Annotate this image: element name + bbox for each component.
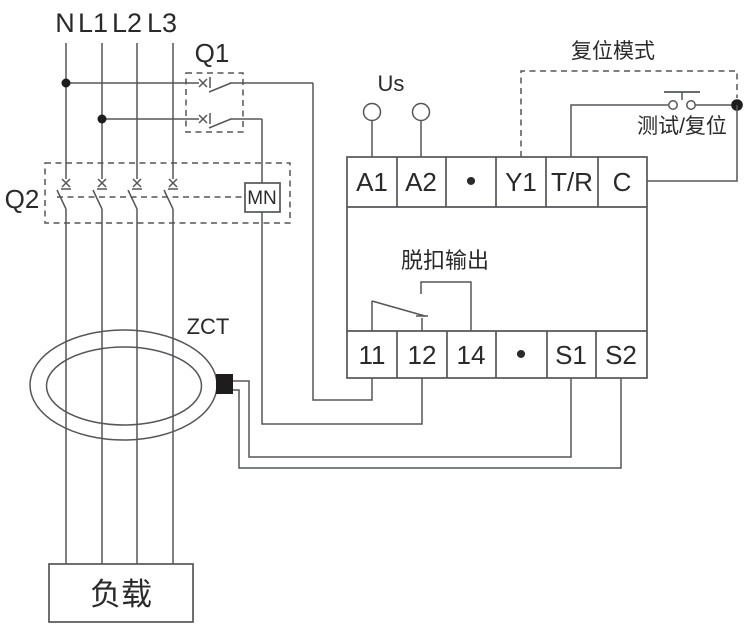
relay-bottom-row-dividers (396, 331, 597, 378)
terminal-12: 12 (408, 340, 437, 370)
terminal-a1: A1 (356, 167, 388, 197)
wire-zct-to-s2 (233, 378, 622, 469)
q2-pole2-switch-icon (92, 178, 107, 210)
q1-pole2-contact-icon (198, 113, 211, 124)
terminal-a2: A2 (405, 167, 437, 197)
q1-dashed-box (185, 72, 244, 133)
q2-pole2-contact-icon (97, 178, 107, 190)
trip-output-contact-icon (371, 281, 472, 331)
junction-dot-l1 (97, 114, 107, 124)
load-label: 负载 (90, 577, 152, 612)
relay-top-row-dividers (396, 157, 599, 207)
wire-tr-to-button (570, 104, 668, 157)
q1-pole1-switch-icon (198, 77, 232, 93)
mn-release-coil-box (244, 182, 281, 213)
zct-sensor: ZCT (29, 314, 622, 469)
q2-pole3-blade (127, 189, 138, 210)
contact-blade (371, 300, 426, 317)
terminal-s1: S1 (555, 340, 587, 370)
terminal-dot-top: • (466, 165, 477, 198)
q2-pole1-blade (56, 189, 67, 210)
q1-pole2-switch-icon (198, 113, 232, 129)
terminal-tr: T/R (551, 167, 593, 197)
phase-label-n: N (55, 8, 75, 38)
us-terminal-icon-a2 (411, 102, 431, 122)
zct-label: ZCT (187, 314, 230, 339)
q2-dashed-box (44, 162, 291, 224)
q1-pole2-blade (208, 118, 232, 129)
wire-junction-to-c (647, 105, 738, 182)
wire-q1-to-terminal-11 (312, 83, 373, 401)
control-supply-taps (61, 78, 199, 124)
phase-label-l2: L2 (112, 8, 142, 38)
terminal-s2: S2 (605, 340, 637, 370)
trip-output-label: 脱扣输出 (401, 248, 489, 273)
button-contact-left (668, 100, 678, 110)
contact-no-branch (420, 281, 472, 331)
button-contact-right (686, 100, 696, 110)
terminal-dot-bottom: • (516, 338, 527, 371)
q2-pole4-contact-icon (168, 178, 178, 190)
q1-breaker: Q1 (185, 38, 313, 133)
supply-lines (65, 43, 174, 564)
load-box (48, 563, 194, 623)
phase-label-l3: L3 (147, 8, 177, 38)
q1-pole1-contact-icon (198, 77, 211, 88)
phase-label-l1: L1 (78, 8, 108, 38)
zct-toroid-inner (45, 346, 203, 426)
q1-pole1-blade (208, 82, 232, 93)
q2-breaker: Q2 MN (5, 119, 423, 425)
test-reset-button-icon (664, 91, 700, 110)
relay-device: A1 A2 • Y1 T/R C 11 12 14 • S1 S2 脱扣输出 (346, 156, 648, 379)
q2-pole3-switch-icon (127, 178, 142, 210)
q2-pole3-contact-icon (132, 178, 142, 190)
terminal-14: 14 (457, 340, 486, 370)
relay-body (346, 156, 648, 379)
q1-label: Q1 (195, 38, 230, 68)
wire-zct-to-s1 (233, 378, 572, 458)
phase-labels: N L1 L2 L3 (55, 8, 177, 38)
q2-pole1-contact-icon (61, 178, 71, 190)
reset-mode-dashed-link (520, 70, 738, 157)
terminal-y1: Y1 (505, 167, 537, 197)
reset-circuit: 复位模式 测试/复位 (520, 40, 743, 182)
q2-pole4-switch-icon (163, 178, 178, 210)
test-reset-label: 测试/复位 (637, 115, 727, 138)
wire-q1-to-terminal-12 (261, 119, 423, 425)
q2-label: Q2 (5, 184, 40, 214)
zct-terminal-block (216, 374, 233, 394)
us-label: Us (378, 71, 405, 96)
q2-pole1-switch-icon (56, 178, 71, 210)
terminal-c: C (613, 167, 632, 197)
q2-pole4-blade (163, 189, 174, 210)
load-block: 负载 (48, 563, 194, 623)
junction-dot-n (61, 78, 71, 88)
reset-mode-label: 复位模式 (571, 40, 655, 63)
q2-pole2-blade (92, 189, 103, 210)
us-terminal-icon-a1 (362, 102, 382, 122)
terminal-11: 11 (359, 340, 386, 370)
aux-supply: Us (362, 71, 431, 157)
mn-label: MN (247, 188, 277, 209)
